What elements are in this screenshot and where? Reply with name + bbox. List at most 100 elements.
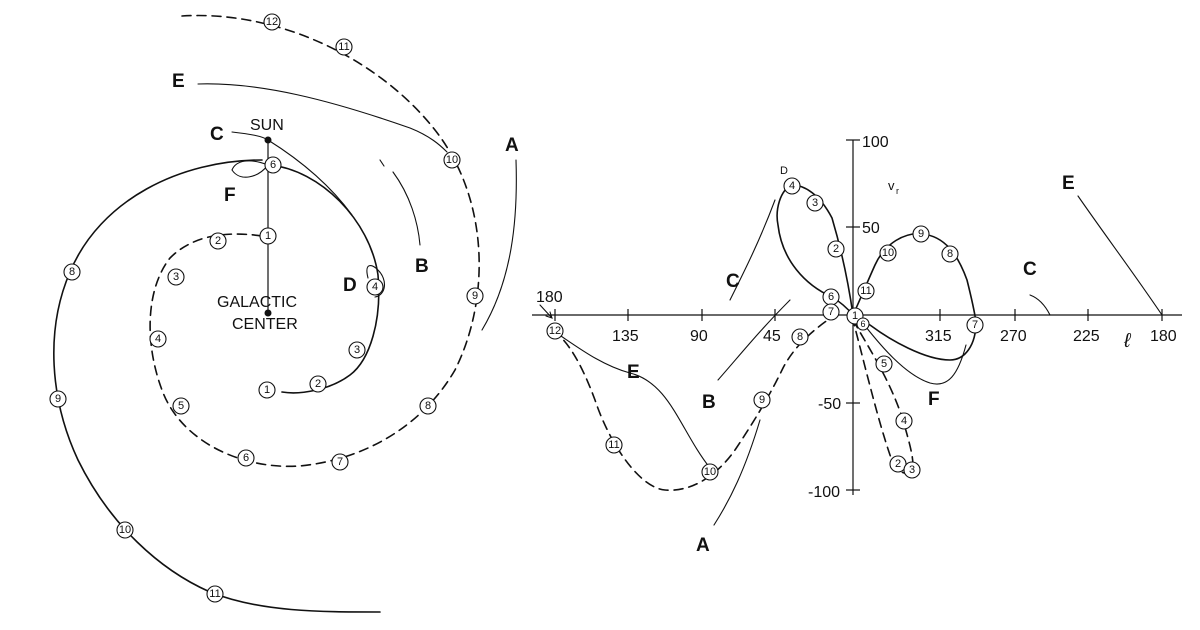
x-tick-label-90: 90: [690, 328, 708, 345]
curve-A: [481, 159, 517, 331]
lv-marker-lobe-7: 7: [966, 316, 984, 334]
lv-marker-lobe-11: 11: [857, 282, 875, 300]
left-label-C: C: [210, 124, 224, 145]
lv-label-E1: E: [627, 362, 640, 383]
svg-text:6: 6: [828, 291, 834, 303]
y-axis-label: v: [888, 178, 895, 193]
x-tick-label-225: 225: [1073, 328, 1100, 345]
curve-E: [197, 83, 448, 153]
curve-E-left: [551, 329, 711, 469]
svg-text:4: 4: [789, 180, 795, 192]
svg-text:8: 8: [947, 248, 953, 260]
x-tick-label-180-right: 180: [1150, 328, 1177, 345]
svg-text:7: 7: [972, 319, 978, 331]
left-label-D: D: [343, 275, 357, 296]
svg-text:4: 4: [901, 415, 907, 427]
inner-solid-arm: [269, 164, 380, 394]
svg-text:4: 4: [372, 281, 378, 293]
marker-radial-1: 1: [259, 227, 277, 245]
loop-F: [231, 160, 269, 178]
dashed-left-branch: [551, 312, 839, 491]
lv-label-C1: C: [726, 271, 740, 292]
marker-outer-11: 11: [206, 585, 224, 603]
lv-marker-lower-6: 6: [856, 317, 870, 331]
lv-marker-lobe-10: 10: [879, 244, 897, 262]
y-tick-label-100: 100: [862, 134, 889, 151]
svg-text:6: 6: [860, 319, 865, 329]
arrow-180-left: [539, 304, 553, 319]
left-label-E: E: [172, 71, 185, 92]
lv-marker-left-8: 8: [791, 328, 809, 346]
curve-C-left: [729, 199, 776, 301]
x-tick-label-180-left: 180: [536, 289, 563, 306]
marker-dashed-8: 8: [419, 397, 437, 415]
lv-diagram: 180 135 90 45 315 270 225 180 100 50 -50…: [532, 134, 1182, 556]
svg-text:4: 4: [155, 333, 161, 345]
lv-marker-lower-4: 4: [895, 412, 913, 430]
svg-text:8: 8: [69, 266, 75, 278]
lv-label-F: F: [928, 389, 940, 410]
curve-E-right: [1077, 195, 1163, 316]
lv-marker-lower-5: 5: [875, 355, 893, 373]
lv-label-E2: E: [1062, 173, 1075, 194]
marker-dashed-7: 7: [331, 453, 349, 471]
svg-text:7: 7: [337, 456, 343, 468]
y-tick-label-neg100: -100: [808, 484, 840, 501]
sun-label: SUN: [250, 117, 284, 134]
lv-marker-lobe-8: 8: [941, 245, 959, 263]
curve-B: [379, 159, 421, 246]
center-label: CENTER: [232, 316, 298, 333]
lv-marker-lower-3: 3: [903, 461, 921, 479]
outer-dashed-arm: [149, 14, 480, 468]
svg-text:1: 1: [852, 310, 858, 322]
lv-label-C2: C: [1023, 259, 1037, 280]
curve-A-right: [713, 419, 761, 526]
marker-dashed-10: 10: [443, 151, 461, 169]
x-tick-label-315: 315: [925, 328, 952, 345]
curve-C: [231, 131, 353, 216]
svg-text:2: 2: [895, 458, 901, 470]
marker-dashed-2: 2: [209, 232, 227, 250]
marker-inner-solid-2: 2: [309, 375, 327, 393]
outer-solid-arm: [53, 159, 381, 613]
x-axis-label: ℓ: [1123, 330, 1132, 352]
svg-text:11: 11: [209, 588, 220, 600]
curve-B-right: [717, 299, 791, 381]
svg-text:1: 1: [265, 230, 271, 242]
marker-inner-solid-4: 4: [366, 278, 384, 296]
lv-marker-solid-6: 6: [822, 288, 840, 306]
curve-C-right: [1029, 294, 1051, 316]
x-tick-label-270: 270: [1000, 328, 1027, 345]
loop-D: [366, 265, 385, 298]
x-tick-label-45: 45: [763, 328, 781, 345]
lv-marker-solid-3: 3: [806, 194, 824, 212]
y-axis-label-sub: r: [896, 186, 899, 196]
lv-marker-solid-7: 7: [822, 303, 840, 321]
lv-label-B: B: [702, 392, 716, 413]
marker-inner-solid-1: 1: [258, 381, 276, 399]
marker-dashed-9: 9: [466, 287, 484, 305]
svg-text:3: 3: [354, 344, 360, 356]
marker-dashed-11: 11: [335, 38, 353, 56]
svg-text:3: 3: [812, 197, 818, 209]
lv-marker-left-11: 11: [605, 436, 623, 454]
svg-text:10: 10: [704, 466, 716, 478]
svg-text:3: 3: [909, 464, 915, 476]
marker-dashed-5: 5: [172, 397, 190, 415]
galactic-center-dot: [264, 309, 272, 317]
svg-text:10: 10: [446, 154, 458, 166]
marker-outer-8: 8: [63, 263, 81, 281]
curve-F: [861, 321, 967, 385]
sun-dot: [264, 136, 272, 144]
svg-text:8: 8: [797, 331, 803, 343]
marker-outer-10: 10: [116, 521, 134, 539]
marker-dashed-6: 6: [237, 449, 255, 467]
lv-label-D: D: [780, 165, 788, 177]
svg-text:12: 12: [549, 325, 561, 337]
marker-dashed-3: 3: [167, 268, 185, 286]
svg-text:9: 9: [759, 394, 765, 406]
marker-outer-9: 9: [49, 390, 67, 408]
svg-text:5: 5: [178, 400, 184, 412]
svg-text:9: 9: [472, 290, 478, 302]
